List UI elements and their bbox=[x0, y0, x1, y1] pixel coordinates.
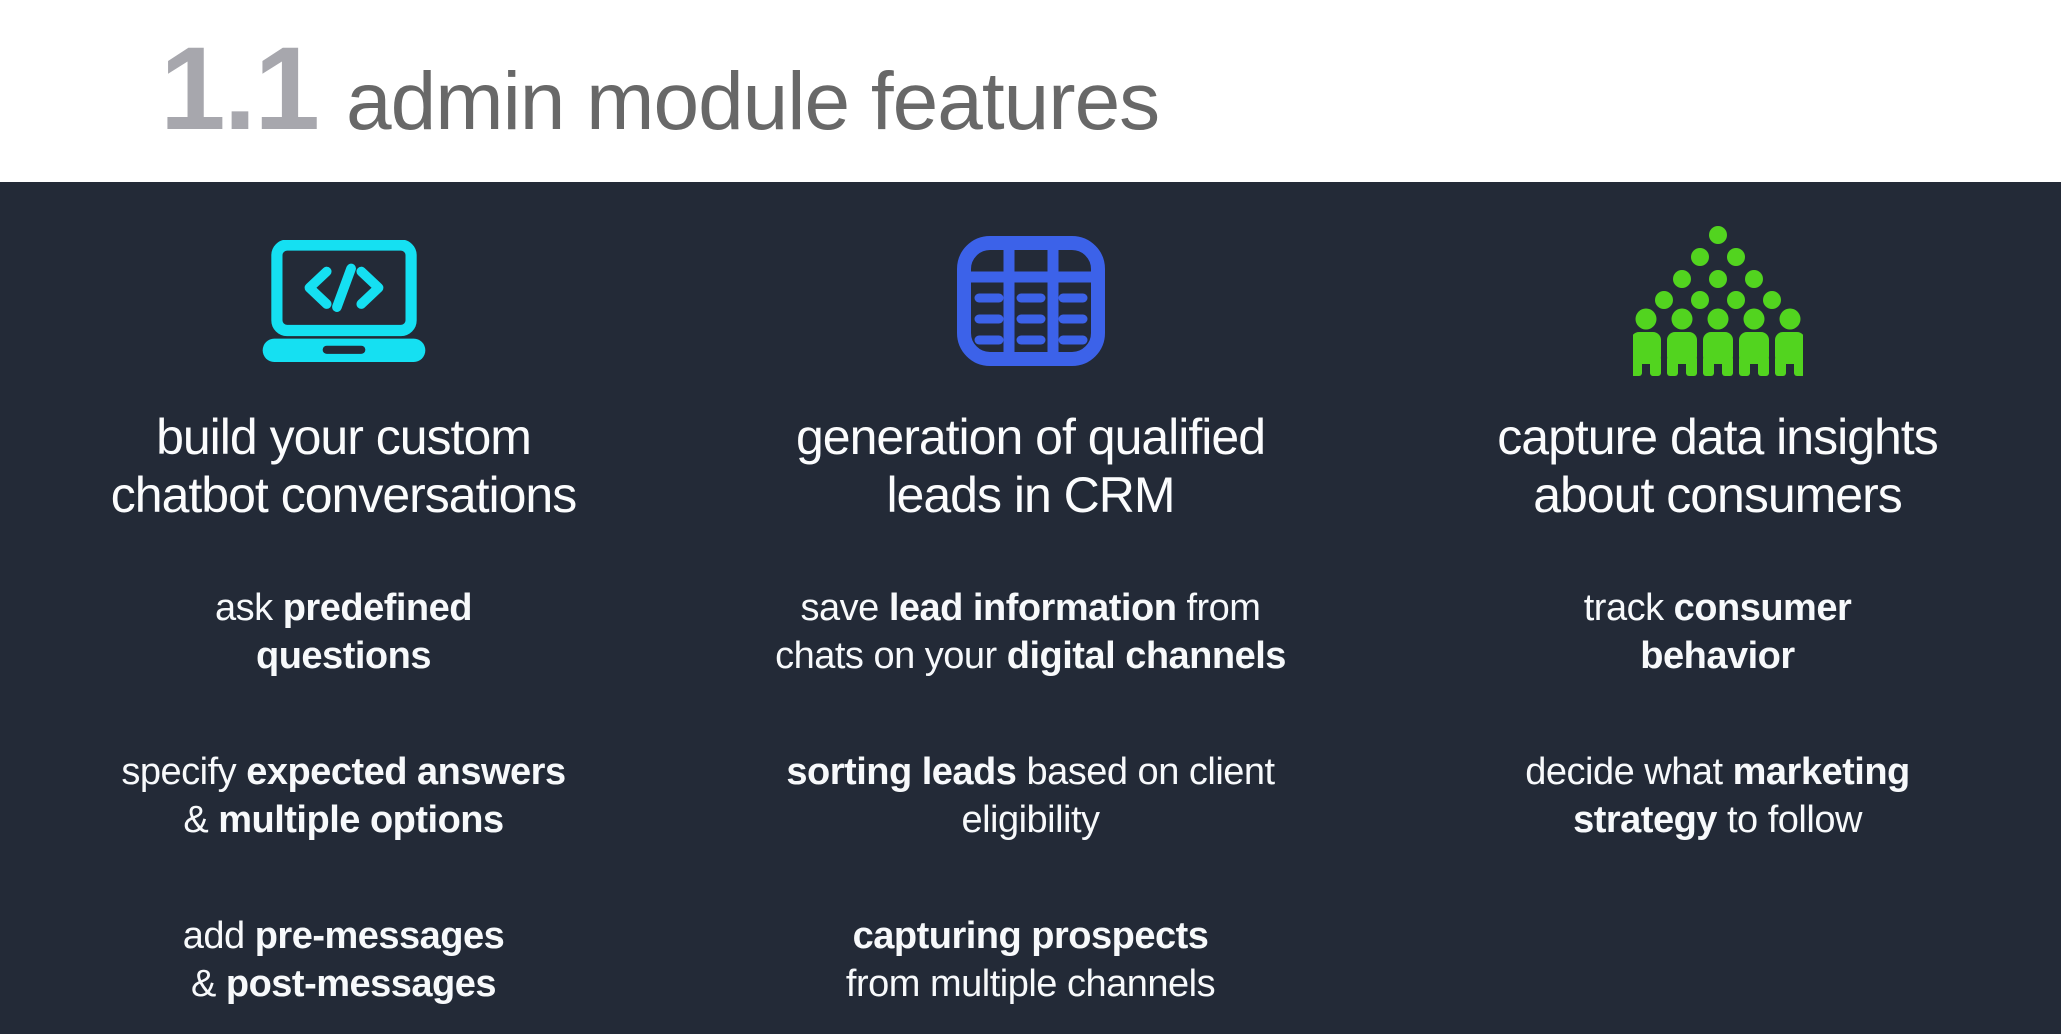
feature-item: capturing prospects from multiple channe… bbox=[845, 915, 1216, 1005]
feature-heading: capture data insights about consumers bbox=[1497, 409, 1938, 523]
feature-column-insights: capture data insights about consumers tr… bbox=[1374, 182, 2061, 1034]
feature-item: decide what marketing strategy to follow bbox=[1525, 751, 1910, 841]
crm-table-icon bbox=[956, 226, 1106, 376]
slide-body: build your custom chatbot conversations … bbox=[0, 182, 2061, 1034]
feature-heading: generation of qualified leads in CRM bbox=[795, 409, 1266, 523]
feature-column-chatbot: build your custom chatbot conversations … bbox=[0, 182, 687, 1034]
feature-item: ask predefined questions bbox=[215, 587, 472, 677]
feature-item: specify expected answers & multiple opti… bbox=[121, 751, 566, 841]
feature-item: track consumer behavior bbox=[1583, 587, 1852, 677]
feature-item: save lead information from chats on your… bbox=[775, 587, 1286, 677]
feature-column-crm: generation of qualified leads in CRM sav… bbox=[687, 182, 1374, 1034]
feature-item: add pre-messages & post-messages bbox=[182, 915, 505, 1005]
feature-item: sorting leads based on client eligibilit… bbox=[786, 751, 1275, 841]
feature-heading: build your custom chatbot conversations bbox=[110, 409, 577, 523]
slide-header: 1.1 admin module features bbox=[0, 0, 2061, 182]
laptop-code-icon bbox=[259, 226, 429, 376]
audience-crowd-icon bbox=[1632, 226, 1803, 376]
slide-number: 1.1 bbox=[160, 23, 320, 155]
page-title: admin module features bbox=[346, 56, 1160, 147]
